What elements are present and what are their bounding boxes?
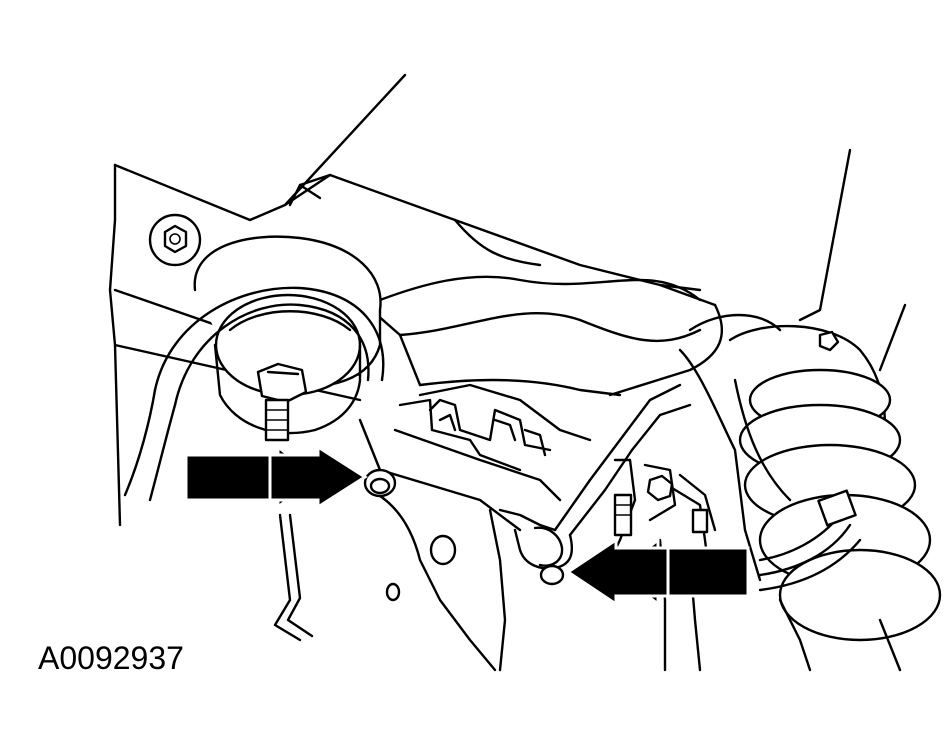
lower-rod bbox=[273, 513, 314, 642]
right-callout-arrow bbox=[565, 536, 750, 608]
bracket-strap bbox=[123, 286, 385, 502]
coil-spring-assembly bbox=[678, 148, 942, 672]
transmission-case bbox=[393, 383, 592, 502]
lower-housing bbox=[358, 418, 522, 672]
mount-stud-bolt-icon bbox=[256, 362, 308, 442]
drain-plug-right-icon bbox=[539, 564, 565, 586]
engine-mount-bushing bbox=[193, 235, 382, 435]
chassis-frame bbox=[108, 73, 724, 527]
mounting-bolt-icon bbox=[148, 213, 202, 267]
left-callout-arrow bbox=[184, 444, 368, 510]
figure-id-label: A0092937 bbox=[38, 640, 184, 676]
drain-plug-left-icon bbox=[363, 468, 397, 498]
